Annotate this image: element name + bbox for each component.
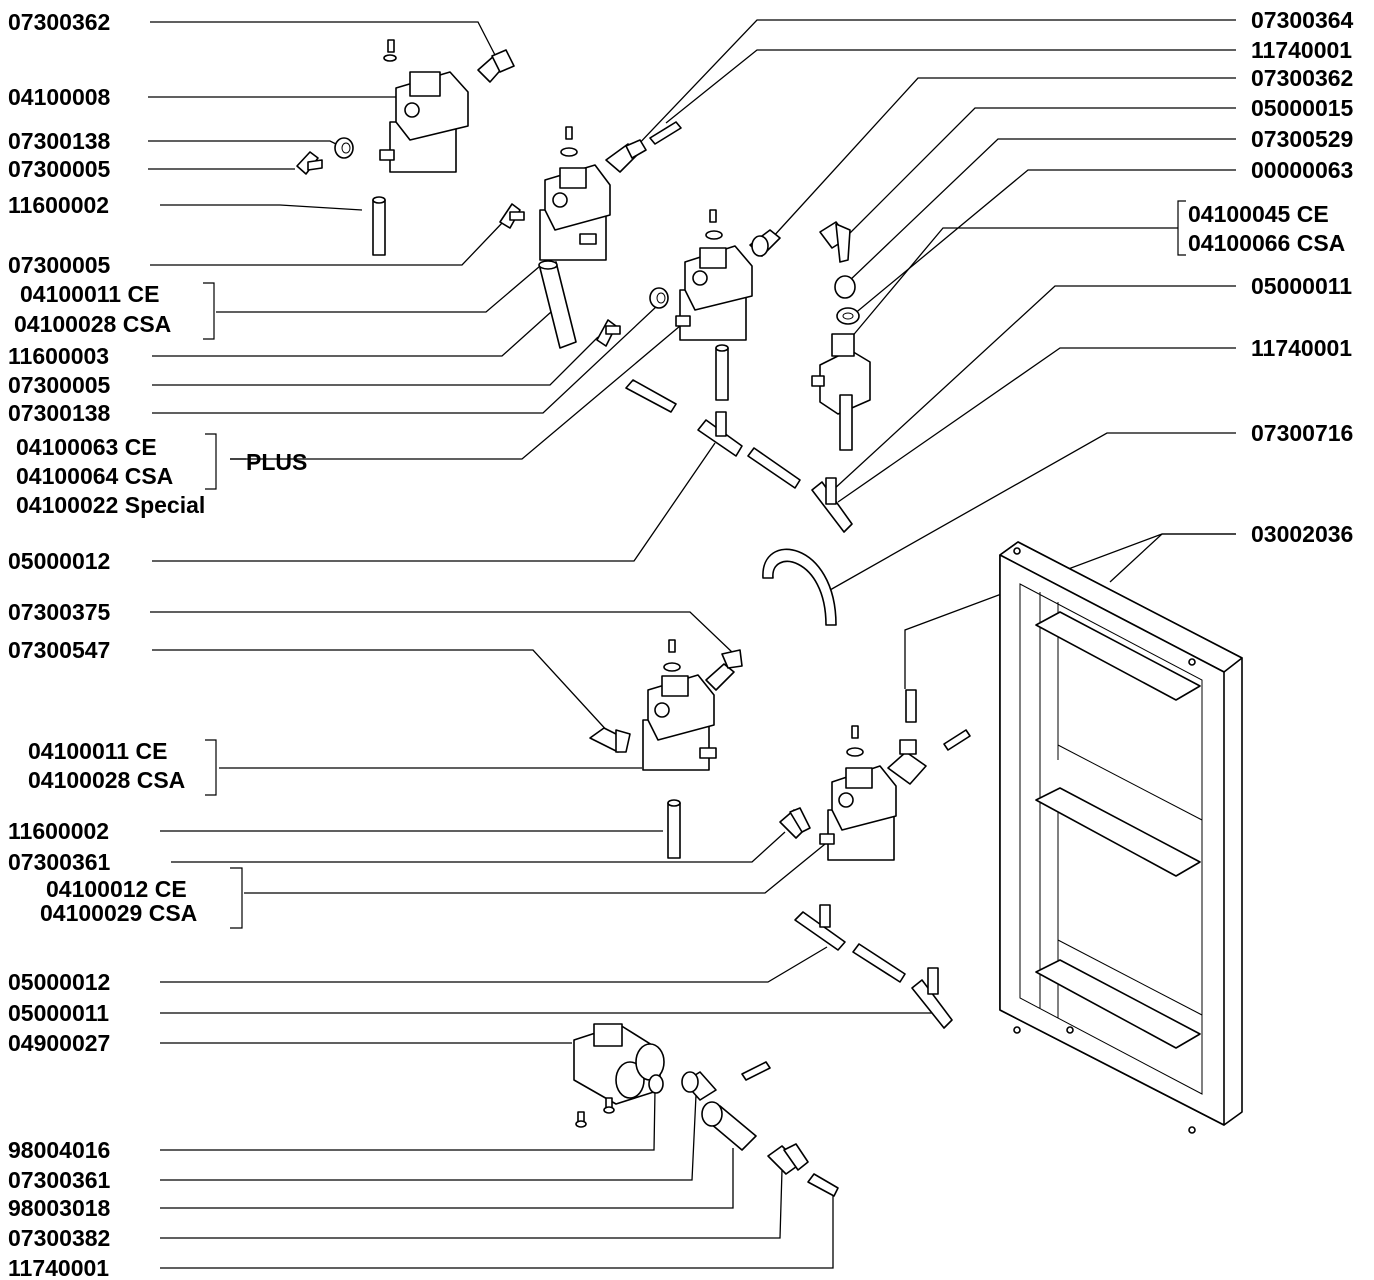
- part-number-label: 05000012: [8, 969, 110, 995]
- tube-small-vertical: [905, 689, 917, 723]
- part-number-label: 05000015: [1251, 95, 1354, 121]
- part-number-label: 03002036: [1251, 521, 1353, 547]
- part-number-label: 07300361: [8, 1167, 111, 1193]
- tube-lower-horizontal: [852, 943, 906, 983]
- panel-03002036: [999, 541, 1243, 1134]
- fitting-07300362-top: [477, 49, 515, 83]
- leader-lines: [148, 19, 1236, 1269]
- fitting-07300138-a: [334, 137, 354, 159]
- brackets: [203, 200, 1186, 929]
- fitting-07300362-mid: [749, 229, 781, 257]
- tee-fitting-right: [887, 739, 927, 785]
- solenoid-valve-lower-left: [642, 639, 717, 771]
- tube-horizontal-mid: [747, 447, 801, 489]
- tee-05000011-a: [811, 477, 853, 533]
- fitting-07300005-b: [499, 203, 525, 229]
- fitting-07300382: [767, 1143, 809, 1175]
- part-number-label: 04100063 CE: [16, 434, 157, 460]
- fitting-07300364: [605, 139, 647, 173]
- solenoid-valve-04100008: [379, 39, 469, 173]
- tube-11740001-bottom: [807, 1173, 839, 1197]
- part-number-label: 04100029 CSA: [40, 900, 197, 926]
- part-number-label: 07300005: [8, 372, 111, 398]
- part-number-label: 07300362: [8, 9, 110, 35]
- part-number-label: 04100066 CSA: [1188, 230, 1345, 256]
- part-number-label: 11600002: [8, 192, 109, 218]
- part-number-label: 07300529: [1251, 126, 1353, 152]
- fitting-07300138-b: [649, 287, 669, 309]
- part-number-label: 11740001: [1251, 37, 1352, 63]
- flowmeter-04900027: [573, 1023, 665, 1128]
- part-number-label: 05000012: [8, 548, 110, 574]
- part-number-label: 11600003: [8, 343, 109, 369]
- washer-00000063: [836, 307, 860, 325]
- tee-05000012-b: [794, 904, 846, 951]
- fitting-07300547: [589, 727, 631, 753]
- tee-05000011-b: [911, 967, 953, 1029]
- part-number-label: 07300005: [8, 252, 111, 278]
- solenoid-valve-upper-middle: [539, 126, 611, 261]
- part-number-label: 04100028 CSA: [14, 311, 171, 337]
- part-number-label: 04100028 CSA: [28, 767, 185, 793]
- solenoid-valve-lower-right: [819, 725, 897, 861]
- part-number-label: 04100022 Special: [16, 492, 205, 518]
- part-number-label: 00000063: [1251, 157, 1353, 183]
- plus-label: PLUS: [246, 449, 307, 475]
- parts: [296, 39, 1243, 1197]
- seal-98004016: [648, 1074, 664, 1094]
- part-number-label: 07300382: [8, 1225, 110, 1251]
- part-number-label: 11600002: [8, 818, 109, 844]
- part-number-label: 07300716: [1251, 420, 1353, 446]
- part-number-label: 07300361: [8, 849, 111, 875]
- fitting-07300005-a: [296, 151, 323, 175]
- part-number-label: 11740001: [8, 1255, 109, 1280]
- tube-11600002-a: [372, 196, 386, 256]
- solenoid-valve-04100045: [811, 333, 871, 451]
- tee-05000012-a: [697, 411, 743, 457]
- tube-small-angled: [943, 729, 971, 751]
- tube-11600003: [538, 260, 577, 349]
- hose-07300716: [762, 548, 837, 626]
- fitting-07300529: [834, 275, 856, 299]
- part-number-label: 04100011 CE: [20, 281, 159, 307]
- part-number-label: 05000011: [8, 1000, 109, 1026]
- part-number-label: 07300138: [8, 400, 111, 426]
- part-number-label: 04100011 CE: [28, 738, 167, 764]
- tube-small-lower: [741, 1061, 771, 1081]
- part-number-label: 07300364: [1251, 7, 1354, 33]
- part-number-label: 07300362: [1251, 65, 1353, 91]
- tube-vertical-mid: [715, 344, 729, 401]
- part-number-label: 07300375: [8, 599, 111, 625]
- part-number-label: 07300005: [8, 156, 111, 182]
- tube-11740001-top: [649, 121, 682, 145]
- part-number-label: 11740001: [1251, 335, 1352, 361]
- fitting-07300361-a: [779, 807, 811, 839]
- fitting-07300005-c: [596, 319, 621, 347]
- check-valve-98003018: [701, 1101, 757, 1151]
- part-labels: 07300362 04100008 07300138 07300005 1160…: [8, 7, 1354, 1280]
- part-number-label: 04100064 CSA: [16, 463, 173, 489]
- tube-11600002-b: [667, 799, 681, 859]
- part-number-label: 04100008: [8, 84, 111, 110]
- part-number-label: 98003018: [8, 1195, 111, 1221]
- tube-angled-mid: [625, 379, 677, 413]
- part-number-label: 07300138: [8, 128, 111, 154]
- part-number-label: 07300547: [8, 637, 110, 663]
- part-number-label: 05000011: [1251, 273, 1352, 299]
- part-number-label: 04900027: [8, 1030, 110, 1056]
- part-number-label: 04100012 CE: [46, 876, 187, 902]
- fitting-07300361-b: [681, 1071, 717, 1101]
- fitting-05000015: [819, 221, 851, 263]
- solenoid-valve-plus: [675, 209, 753, 341]
- fitting-07300375: [705, 649, 743, 691]
- part-number-label: 98004016: [8, 1137, 110, 1163]
- part-number-label: 04100045 CE: [1188, 201, 1329, 227]
